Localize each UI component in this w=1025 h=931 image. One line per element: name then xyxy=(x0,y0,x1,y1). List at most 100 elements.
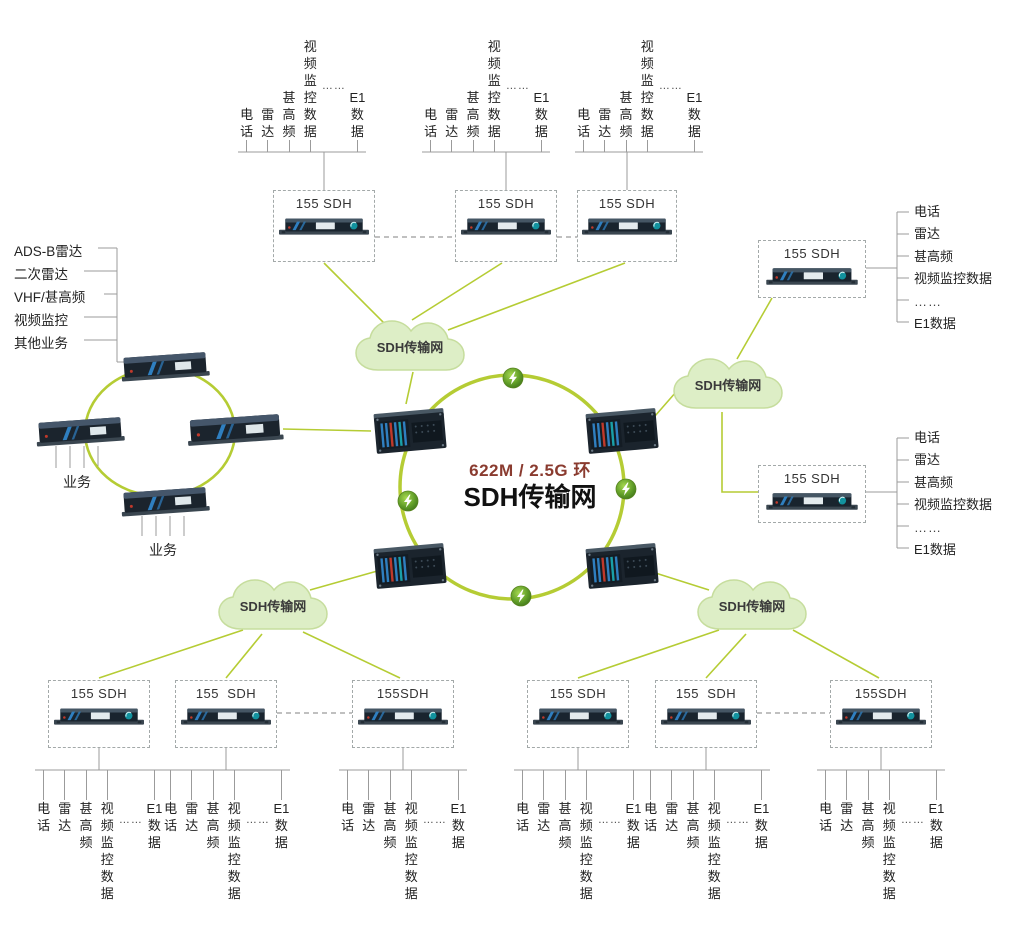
sdh-node-bottom-4: 155 SDH xyxy=(527,680,629,748)
tick-line xyxy=(43,770,45,800)
signal-label-video-surveillance-data: 视 频 监 控 数 据 xyxy=(99,770,116,902)
signal-label-phone: 电话 xyxy=(914,430,941,445)
tick-line xyxy=(543,770,545,800)
node-label: 155 SDH xyxy=(477,196,535,211)
signal-label-text: 视 频 监 控 数 据 xyxy=(640,39,654,139)
signal-label-text: 电 话 xyxy=(644,801,658,833)
signal-label-ellipsis: …… xyxy=(914,519,942,535)
signal-label-ellipsis: …… xyxy=(322,78,346,95)
signal-label-e1-data: E1数据 xyxy=(914,542,956,558)
tick-line xyxy=(457,770,459,800)
signal-group-bottom-4: 电 话雷 达甚 高 频视 频 监 控 数 据……E1 数 据 xyxy=(512,770,644,910)
tick-line xyxy=(356,140,358,152)
tick-line xyxy=(585,770,587,800)
access-label-other: 其他业务 xyxy=(14,336,68,351)
network-links xyxy=(98,262,880,679)
signal-group-bottom-3: 电 话雷 达甚 高 频视 频 监 控 数 据……E1 数 据 xyxy=(337,770,469,910)
tick-line xyxy=(888,770,890,800)
signal-label-video-surveillance-data: 视 频 监 控 数 据 xyxy=(706,770,723,902)
sdh-device xyxy=(766,266,858,288)
tick-line xyxy=(935,770,937,800)
signal-label-phone: 电 话 xyxy=(514,770,531,834)
tick-line xyxy=(583,140,585,152)
ring-speed-label: 622M / 2.5G 环 xyxy=(469,461,591,480)
link-bolt-icon xyxy=(397,490,419,512)
signal-label-ellipsis: …… xyxy=(726,812,750,829)
signal-label-text: E1 数 据 xyxy=(753,801,770,850)
signal-label-video-surveillance-data: 视 频 监 控 数 据 xyxy=(403,770,420,902)
tick-line xyxy=(671,770,673,800)
tick-line xyxy=(522,770,524,800)
tick-line xyxy=(713,770,715,800)
signal-label-text: …… xyxy=(245,814,270,826)
signal-label-video-surveillance-data: 视 频 监 控 数 据 xyxy=(226,770,243,902)
tick-line xyxy=(246,140,248,152)
signal-label-text: 雷 达 xyxy=(665,801,679,833)
signal-label-video-surveillance-data: 视频监控数据 xyxy=(914,271,993,287)
signal-label-text: 视 频 监 控 数 据 xyxy=(882,801,896,901)
link-bolt-icon xyxy=(502,367,524,389)
sdh-node-top-1: 155 SDH xyxy=(273,190,375,262)
signal-label-radar: 雷 达 xyxy=(838,770,855,834)
signal-label-text: 甚 高 频 xyxy=(619,90,633,139)
label-connector-lines xyxy=(35,151,945,771)
tick-line xyxy=(212,770,214,800)
ring-device-top-right xyxy=(585,408,659,454)
node-label: 155 SDH xyxy=(598,196,656,211)
signal-list-right-1: 电话雷达甚高频视频监控数据……E1数据 xyxy=(914,201,992,335)
signal-label-text: 甚 高 频 xyxy=(206,801,220,850)
signal-label-vhf: 甚 高 频 xyxy=(617,89,634,152)
sdh-device xyxy=(54,706,144,728)
signal-label-phone: 电话 xyxy=(914,204,941,219)
tick-line xyxy=(280,770,282,800)
signal-label-text: 雷 达 xyxy=(445,107,459,139)
signal-label-e1-data: E1 数 据 xyxy=(686,89,703,152)
signal-label-ellipsis: …… xyxy=(506,78,530,95)
service-label-1: 业务 xyxy=(63,474,91,490)
signal-label-ellipsis: …… xyxy=(901,812,925,829)
sdh-node-bottom-1: 155 SDH xyxy=(48,680,150,748)
signal-label-radar: 雷 达 xyxy=(535,770,552,834)
signal-label-text: 电 话 xyxy=(341,801,355,833)
tick-line xyxy=(650,770,652,800)
dashed-node-links xyxy=(277,236,830,714)
sdh-device xyxy=(533,706,623,728)
signal-label-text: 雷 达 xyxy=(362,801,376,833)
signal-label-radar: 雷 达 xyxy=(443,106,460,152)
sdh-node-top-3: 155 SDH xyxy=(577,190,677,262)
node-label: 155 SDH xyxy=(675,686,737,701)
tick-line xyxy=(692,770,694,800)
signal-label-text: 甚 高 频 xyxy=(383,801,397,850)
signal-group-top-2: 电 话雷 达甚 高 频视 频 监 控 数 据……E1 数 据 xyxy=(420,38,552,152)
sdh-device xyxy=(181,706,271,728)
signal-label-vhf: 甚 高 频 xyxy=(859,770,876,851)
signal-label-text: …… xyxy=(505,80,530,92)
signal-label-e1-data: E1 数 据 xyxy=(625,770,642,851)
ring-device-bottom-left xyxy=(373,543,447,589)
signal-label-text: E1 数 据 xyxy=(450,801,467,850)
node-label: 155 SDH xyxy=(549,686,607,701)
signal-label-text: …… xyxy=(422,814,447,826)
ring-name-label: SDH传输网 xyxy=(463,482,597,512)
signal-label-text: 甚 高 频 xyxy=(686,801,700,850)
signal-label-text: E1 数 据 xyxy=(146,801,163,850)
access-label-secondary-radar: 二次雷达 xyxy=(14,267,68,282)
signal-label-text: 电 话 xyxy=(577,107,591,139)
signal-label-text: E1 数 据 xyxy=(625,801,642,850)
link-bolt-icon xyxy=(510,585,532,607)
cloud-label-bottom-right: SDH传输网 xyxy=(718,599,786,614)
signal-label-phone: 电 话 xyxy=(575,106,592,152)
tick-line xyxy=(564,770,566,800)
sdh-node-bottom-5: 155 SDH xyxy=(655,680,757,748)
tick-line xyxy=(867,770,869,800)
sdh-device xyxy=(766,491,858,513)
signal-label-video-surveillance-data: 视频监控数据 xyxy=(914,497,993,513)
left-ring-device-left xyxy=(35,416,125,447)
tick-line xyxy=(493,140,495,152)
signal-label-radar: 雷 达 xyxy=(259,106,276,152)
signal-label-text: 雷 达 xyxy=(185,801,199,833)
sdh-node-right-2: 155 SDH xyxy=(758,465,866,523)
signal-label-radar: 雷 达 xyxy=(596,106,613,152)
signal-group-top-1: 电 话雷 达甚 高 频视 频 监 控 数 据……E1 数 据 xyxy=(236,38,368,152)
